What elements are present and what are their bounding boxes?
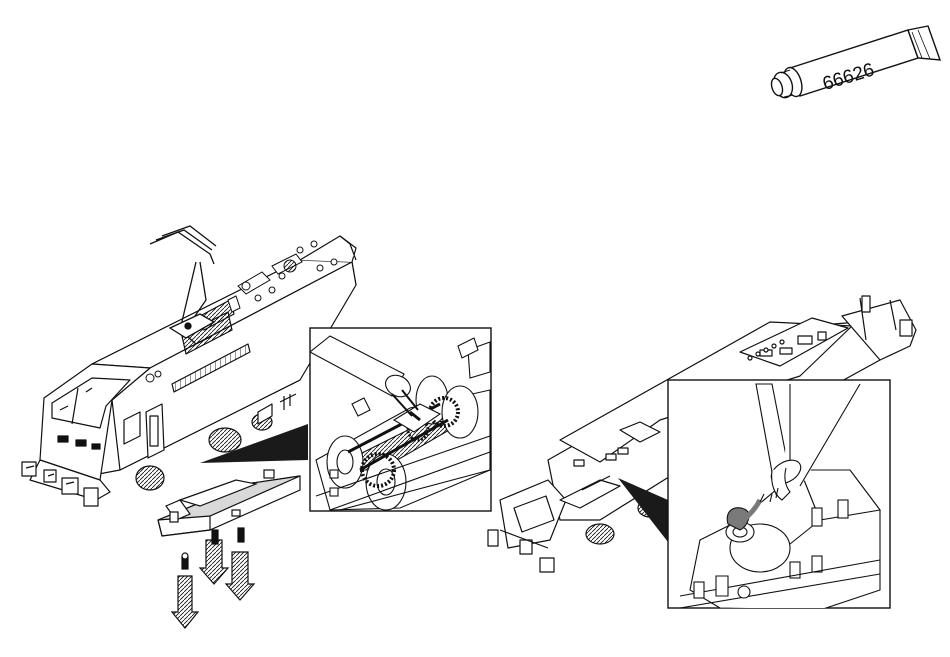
bogie-gear-detail (310, 328, 491, 511)
motor-worm-detail (668, 380, 890, 610)
screw-removal-arrows (172, 528, 254, 628)
grease-tube-icon: 66626 (769, 26, 940, 100)
bottom-plate (158, 470, 300, 536)
locomotive-body (22, 236, 356, 506)
pantograph (150, 226, 216, 344)
